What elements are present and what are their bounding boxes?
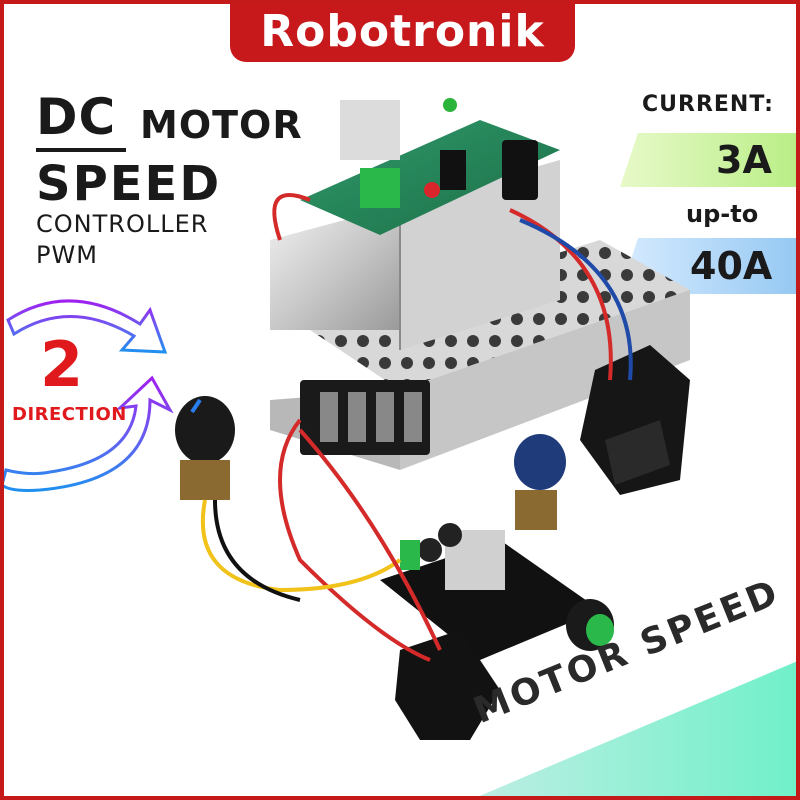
wires	[200, 193, 633, 662]
large-rocker-switch	[580, 345, 690, 495]
max-value: 40A	[690, 244, 773, 288]
right-potentiometer	[514, 434, 566, 530]
title-dc: DC	[36, 88, 117, 146]
small-pwm-board	[380, 523, 614, 660]
ribbon-background	[470, 660, 800, 800]
upto-label: up-to	[686, 200, 759, 228]
title-pwm: PWM	[36, 241, 98, 269]
current-value: 3A	[716, 138, 772, 182]
title-controller: CONTROLLER	[36, 210, 209, 238]
current-badge-bg	[620, 133, 800, 187]
current-label: CURRENT:	[642, 92, 774, 117]
brand-banner: Robotronik	[230, 0, 575, 62]
direction-number: 2	[40, 328, 84, 401]
title-motor: MOTOR	[140, 103, 303, 147]
product-illustration	[175, 98, 690, 740]
top-pcb	[300, 98, 560, 235]
title-underline	[36, 148, 126, 152]
left-potentiometer	[175, 396, 235, 500]
direction-label: DIRECTION	[12, 404, 127, 425]
terminal-block	[300, 380, 430, 455]
direction-arrows-icon	[0, 299, 174, 492]
aluminium-enclosure	[270, 160, 560, 350]
title-speed: SPEED	[36, 156, 222, 212]
